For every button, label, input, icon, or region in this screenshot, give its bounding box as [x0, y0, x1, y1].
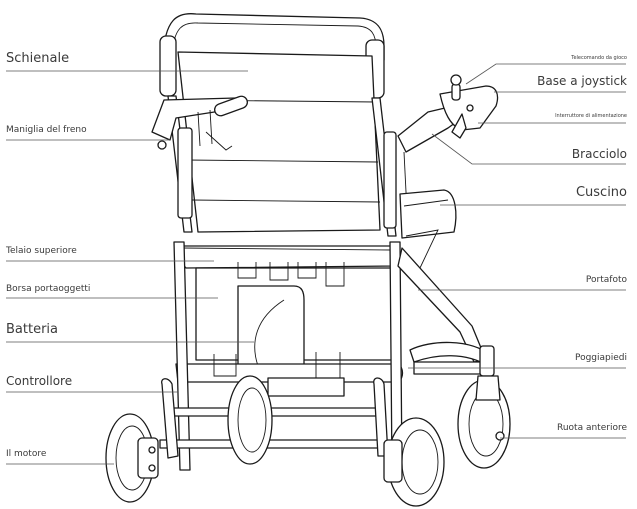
seat-cushion — [399, 189, 457, 239]
label-borsa-portaoggetti: Borsa portaoggetti — [6, 284, 91, 294]
label-batteria: Batteria — [6, 322, 58, 337]
label-telaio-superiore: Telaio superiore — [6, 246, 77, 256]
label-motore: Il motore — [6, 449, 47, 459]
label-interruttore: Interruttore di alimentazione — [555, 113, 627, 119]
label-controllore: Controllore — [6, 374, 73, 388]
left-armrest — [151, 95, 248, 151]
label-maniglia-freno: Maniglia del freno — [6, 125, 87, 135]
label-ruota-anteriore: Ruota anteriore — [557, 423, 627, 433]
leader-bracciolo — [431, 133, 626, 165]
leader-telecomando — [465, 63, 626, 85]
label-portafoto: Portafoto — [585, 275, 627, 285]
label-schienale: Schienale — [6, 51, 70, 66]
backrest — [159, 13, 397, 237]
middle-wheel — [227, 375, 273, 465]
main-frame — [159, 229, 493, 471]
leader-lines — [6, 63, 626, 465]
rear-left-wheel — [105, 413, 159, 503]
rear-right-wheel — [383, 417, 445, 507]
right-armrest — [397, 74, 499, 233]
label-base-joystick: Base a joystick — [537, 74, 627, 88]
label-telecomando: Telecomando da gioco — [571, 55, 627, 61]
front-wheel — [457, 345, 511, 469]
label-cuscino: Cuscino — [575, 185, 627, 200]
label-bracciolo: Bracciolo — [571, 147, 627, 161]
label-poggiapiedi: Poggiapiedi — [574, 353, 627, 363]
